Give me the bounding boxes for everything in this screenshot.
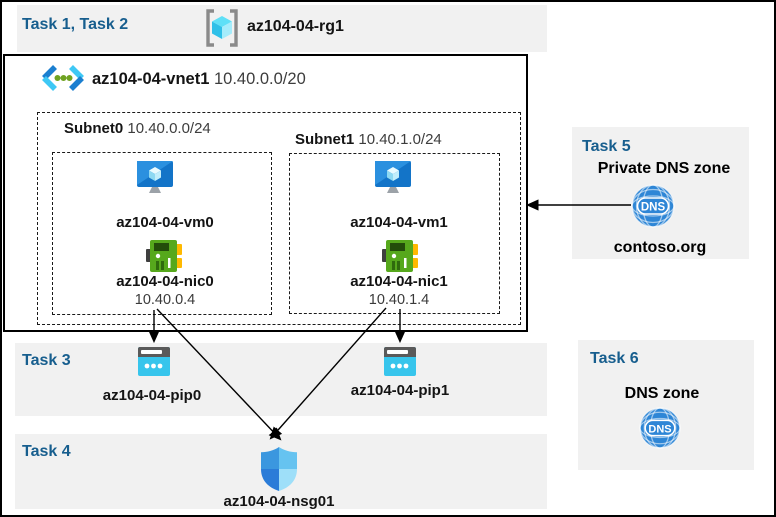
nsg-label: az104-04-nsg01 — [223, 493, 335, 510]
nic1-ip: 10.40.1.4 — [368, 292, 430, 308]
task4-label: Task 4 — [22, 443, 71, 460]
task12-band — [17, 5, 547, 52]
subnet1-cidr: 10.40.1.0/24 — [358, 131, 442, 148]
subnet0-cidr: 10.40.0.0/24 — [127, 120, 211, 137]
dns-zone-icon: DNS — [639, 407, 681, 449]
nic0-icon — [146, 240, 182, 272]
task6-label: Task 6 — [590, 350, 639, 367]
dns-icon-text: DNS — [641, 202, 666, 214]
subnet1-box — [289, 153, 500, 314]
task3-band — [15, 343, 547, 416]
nsg-shield-icon — [261, 447, 297, 491]
task5-label: Task 5 — [582, 138, 631, 155]
vnet-title: az104-04-vnet1 10.40.0.0/20 — [92, 70, 306, 89]
subnet1-title: Subnet1 10.40.1.0/24 — [295, 131, 442, 148]
nic0-label: az104-04-nic0 — [116, 273, 214, 290]
nic1-label: az104-04-nic1 — [350, 273, 448, 290]
subnet1-name: Subnet1 — [295, 131, 355, 148]
resource-group-icon — [206, 9, 238, 47]
private-dns-zone-name: contoso.org — [613, 239, 707, 256]
task12-label: Task 1, Task 2 — [22, 16, 129, 33]
task6-box — [578, 340, 754, 470]
vm1-icon — [375, 161, 411, 193]
dns-icon-text: DNS — [648, 423, 671, 435]
vnet-box — [3, 54, 528, 332]
pip0-icon — [138, 347, 170, 376]
pip0-label: az104-04-pip0 — [102, 387, 202, 404]
dns-zone-title: DNS zone — [624, 385, 700, 402]
private-dns-zone-title: Private DNS zone — [597, 160, 731, 177]
vm0-label: az104-04-vm0 — [116, 214, 214, 231]
nic1-icon — [382, 240, 418, 272]
virtual-network-icon — [42, 65, 84, 91]
vm0-icon — [137, 161, 173, 193]
resource-group-name: az104-04-rg1 — [247, 18, 344, 35]
subnet0-name: Subnet0 — [64, 120, 124, 137]
pip1-label: az104-04-pip1 — [350, 382, 450, 399]
pip1-icon — [384, 347, 416, 376]
vnet-cidr: 10.40.0.0/20 — [214, 70, 306, 88]
task3-label: Task 3 — [22, 352, 71, 369]
subnet0-title: Subnet0 10.40.0.0/24 — [64, 120, 211, 137]
private-dns-zone-icon: DNS — [631, 184, 675, 228]
vm1-label: az104-04-vm1 — [350, 214, 448, 231]
vnet-name: az104-04-vnet1 — [92, 70, 210, 88]
nic0-ip: 10.40.0.4 — [134, 292, 196, 308]
